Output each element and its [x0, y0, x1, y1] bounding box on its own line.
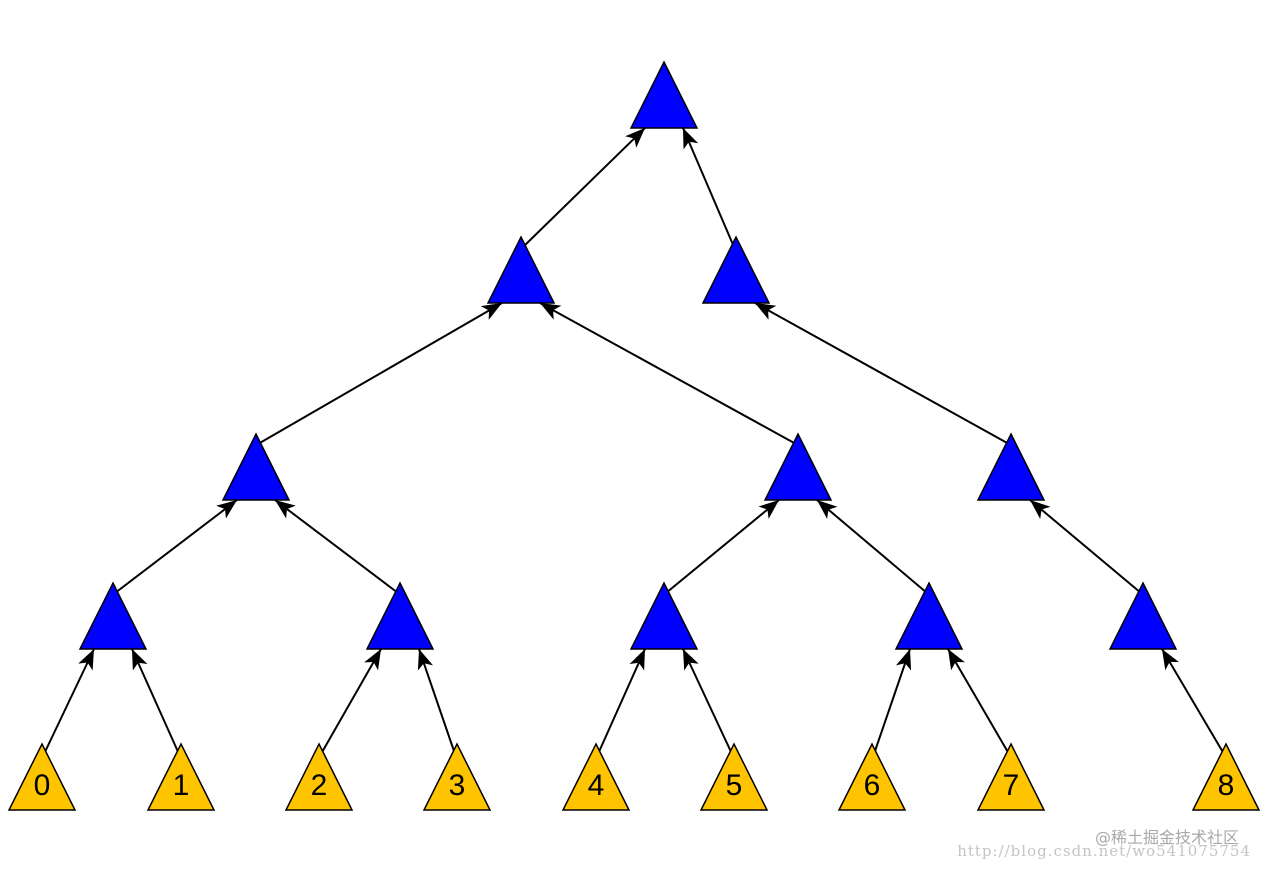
- edge-leaf6-to-i: [873, 648, 912, 755]
- edge-leaf7-to-i: [947, 648, 1010, 755]
- leaf-label: 8: [1218, 769, 1235, 802]
- edge-b-to-root: [682, 127, 735, 248]
- internal-node-h: [629, 581, 699, 650]
- leaf-node-4: 4: [561, 742, 631, 811]
- internal-triangle: [763, 432, 833, 501]
- leaf-node-6: 6: [837, 742, 907, 811]
- leaf-label: 1: [173, 769, 190, 802]
- edge-d-to-a: [539, 302, 797, 445]
- internal-node-d: [763, 432, 833, 501]
- leaf-triangle: [422, 742, 492, 811]
- internal-node-a: [486, 235, 556, 304]
- internal-node-j: [1108, 581, 1178, 650]
- internal-triangle: [486, 235, 556, 304]
- leaf-triangle: [976, 742, 1046, 811]
- leaf-triangle: [561, 742, 631, 811]
- edge-leaf2-to-g: [320, 648, 382, 755]
- leaf-node-1: 1: [146, 742, 216, 811]
- edge-c-to-a: [257, 302, 503, 445]
- nodes: 0 1 2 3 4 5 6 7 8: [7, 60, 1261, 811]
- leaf-label: 2: [311, 769, 328, 802]
- leaf-node-0: 0: [7, 742, 77, 811]
- internal-triangle: [78, 581, 148, 650]
- internal-triangle: [1108, 581, 1178, 650]
- internal-triangle: [629, 60, 699, 129]
- internal-node-e: [976, 432, 1046, 501]
- leaf-label: 5: [726, 769, 743, 802]
- leaf-label: 7: [1003, 769, 1020, 802]
- edge-leaf1-to-f: [131, 648, 180, 755]
- edge-leaf3-to-g: [417, 648, 456, 755]
- edge-a-to-root: [522, 127, 646, 248]
- leaf-triangle: [699, 742, 769, 811]
- leaf-label: 0: [34, 769, 51, 802]
- internal-triangle: [629, 581, 699, 650]
- leaf-triangle: [146, 742, 216, 811]
- leaf-triangle: [284, 742, 354, 811]
- leaf-triangle: [1191, 742, 1261, 811]
- leaf-node-5: 5: [699, 742, 769, 811]
- internal-node-c: [221, 432, 291, 501]
- edge-e-to-b: [754, 302, 1010, 445]
- internal-triangle: [221, 432, 291, 501]
- edge-leaf8-to-j: [1161, 648, 1225, 755]
- edge-leaf5-to-h: [682, 648, 733, 755]
- edge-leaf4-to-h: [597, 648, 646, 755]
- watermark-url: http://blog.csdn.net/wo541075754: [957, 842, 1251, 860]
- leaf-node-3: 3: [422, 742, 492, 811]
- edge-h-to-d: [665, 499, 780, 594]
- leaf-label: 4: [588, 769, 605, 802]
- leaf-label: 3: [449, 769, 466, 802]
- edges: [43, 127, 1225, 755]
- edge-leaf0-to-f: [43, 648, 95, 755]
- leaf-node-8: 8: [1191, 742, 1261, 811]
- edge-f-to-c: [114, 499, 238, 594]
- leaf-label: 6: [864, 769, 881, 802]
- edge-g-to-c: [274, 499, 399, 594]
- internal-node-g: [365, 581, 435, 650]
- internal-node-root: [629, 60, 699, 129]
- leaf-node-2: 2: [284, 742, 354, 811]
- internal-triangle: [701, 235, 771, 304]
- edge-j-to-e: [1029, 499, 1142, 594]
- leaf-triangle: [7, 742, 77, 811]
- internal-node-b: [701, 235, 771, 304]
- internal-triangle: [365, 581, 435, 650]
- leaf-node-7: 7: [976, 742, 1046, 811]
- internal-node-i: [894, 581, 964, 650]
- leaf-triangle: [837, 742, 907, 811]
- internal-triangle: [976, 432, 1046, 501]
- watermark-site: @稀土掘金技术社区: [1094, 828, 1239, 847]
- internal-node-f: [78, 581, 148, 650]
- edge-i-to-d: [816, 499, 928, 594]
- internal-triangle: [894, 581, 964, 650]
